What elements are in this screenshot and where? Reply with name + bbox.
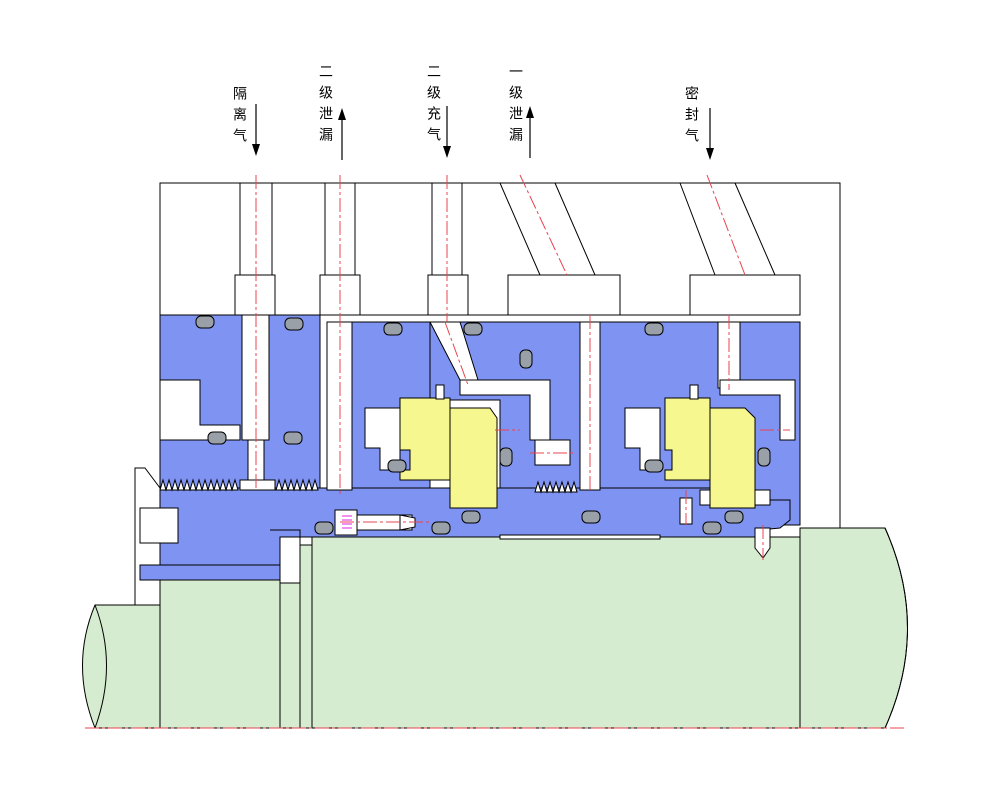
o-ring <box>519 349 533 369</box>
shaft-left-arc <box>94 604 107 729</box>
port-boss-4 <box>507 274 621 316</box>
housing-right-wall <box>800 182 841 529</box>
port-bore-4 <box>499 182 596 276</box>
port-boss-3 <box>427 274 469 316</box>
port-label-seal-gas: 密封气 <box>683 86 699 149</box>
o-ring <box>461 510 481 524</box>
port-label-secondary-charge-gas: 二级充气 <box>425 64 441 148</box>
port-centerline-5 <box>706 174 746 276</box>
arrow-down-icon <box>443 106 451 158</box>
pin-left <box>435 384 445 400</box>
o-ring <box>499 447 513 467</box>
sleeve-lower-strip <box>139 564 281 581</box>
o-rings <box>195 315 771 535</box>
shaft <box>82 527 908 729</box>
o-ring <box>463 322 483 336</box>
o-ring <box>644 322 664 336</box>
o-ring <box>387 459 407 473</box>
arrow-down-icon <box>252 104 260 156</box>
port-label-secondary-leakage: 二级泄漏 <box>317 64 333 148</box>
rotating-ring-left <box>449 407 498 509</box>
arrow-up-icon <box>338 108 346 160</box>
o-ring <box>724 510 744 524</box>
o-ring <box>581 510 601 524</box>
o-ring <box>195 315 215 329</box>
shaft-right-arc <box>884 527 908 729</box>
inner-channel-2 <box>719 379 796 441</box>
port-centerline-4 <box>519 174 568 276</box>
o-ring <box>431 521 451 535</box>
channel-centerline <box>444 321 469 386</box>
port-bore-5 <box>679 182 776 276</box>
rotating-ring-right <box>709 407 756 509</box>
o-ring <box>383 322 403 336</box>
o-ring <box>284 317 304 331</box>
pin-right <box>689 384 699 400</box>
port-bore-3 <box>431 183 463 275</box>
sleeve-step <box>270 529 313 546</box>
o-ring <box>757 447 771 467</box>
port-label-primary-leakage: 一级泄漏 <box>507 64 523 148</box>
housing <box>159 182 841 529</box>
o-ring <box>702 521 722 535</box>
inner-channel-1 <box>459 379 551 441</box>
stationary-ring-right <box>664 397 711 481</box>
o-ring <box>207 431 227 445</box>
packing-teeth-middle <box>534 480 578 494</box>
left-cavity <box>159 379 241 441</box>
arrow-up-icon <box>526 106 534 158</box>
port-boss-1 <box>234 274 276 316</box>
right-seal-cavity <box>624 407 661 471</box>
port-boss-5 <box>689 274 801 316</box>
bolt-tip <box>399 514 416 531</box>
o-ring <box>314 521 334 535</box>
arrow-down-icon <box>706 108 714 160</box>
sleeve-groove <box>499 534 661 540</box>
o-ring <box>283 431 303 445</box>
packing-teeth-left <box>159 478 239 492</box>
centerlines <box>85 174 905 729</box>
primary-seal-ring-left <box>399 384 498 509</box>
left-port-seat <box>239 479 276 491</box>
primary-seal-ring-right <box>664 384 756 509</box>
packing-teeth-right <box>275 478 319 492</box>
port-bore-2 <box>324 183 356 275</box>
bolt-thread <box>342 515 352 529</box>
o-ring <box>644 459 664 473</box>
port-label-isolation-gas: 隔离气 <box>231 86 247 149</box>
port-bore-1 <box>239 183 273 275</box>
sleeve-slot <box>139 507 179 544</box>
